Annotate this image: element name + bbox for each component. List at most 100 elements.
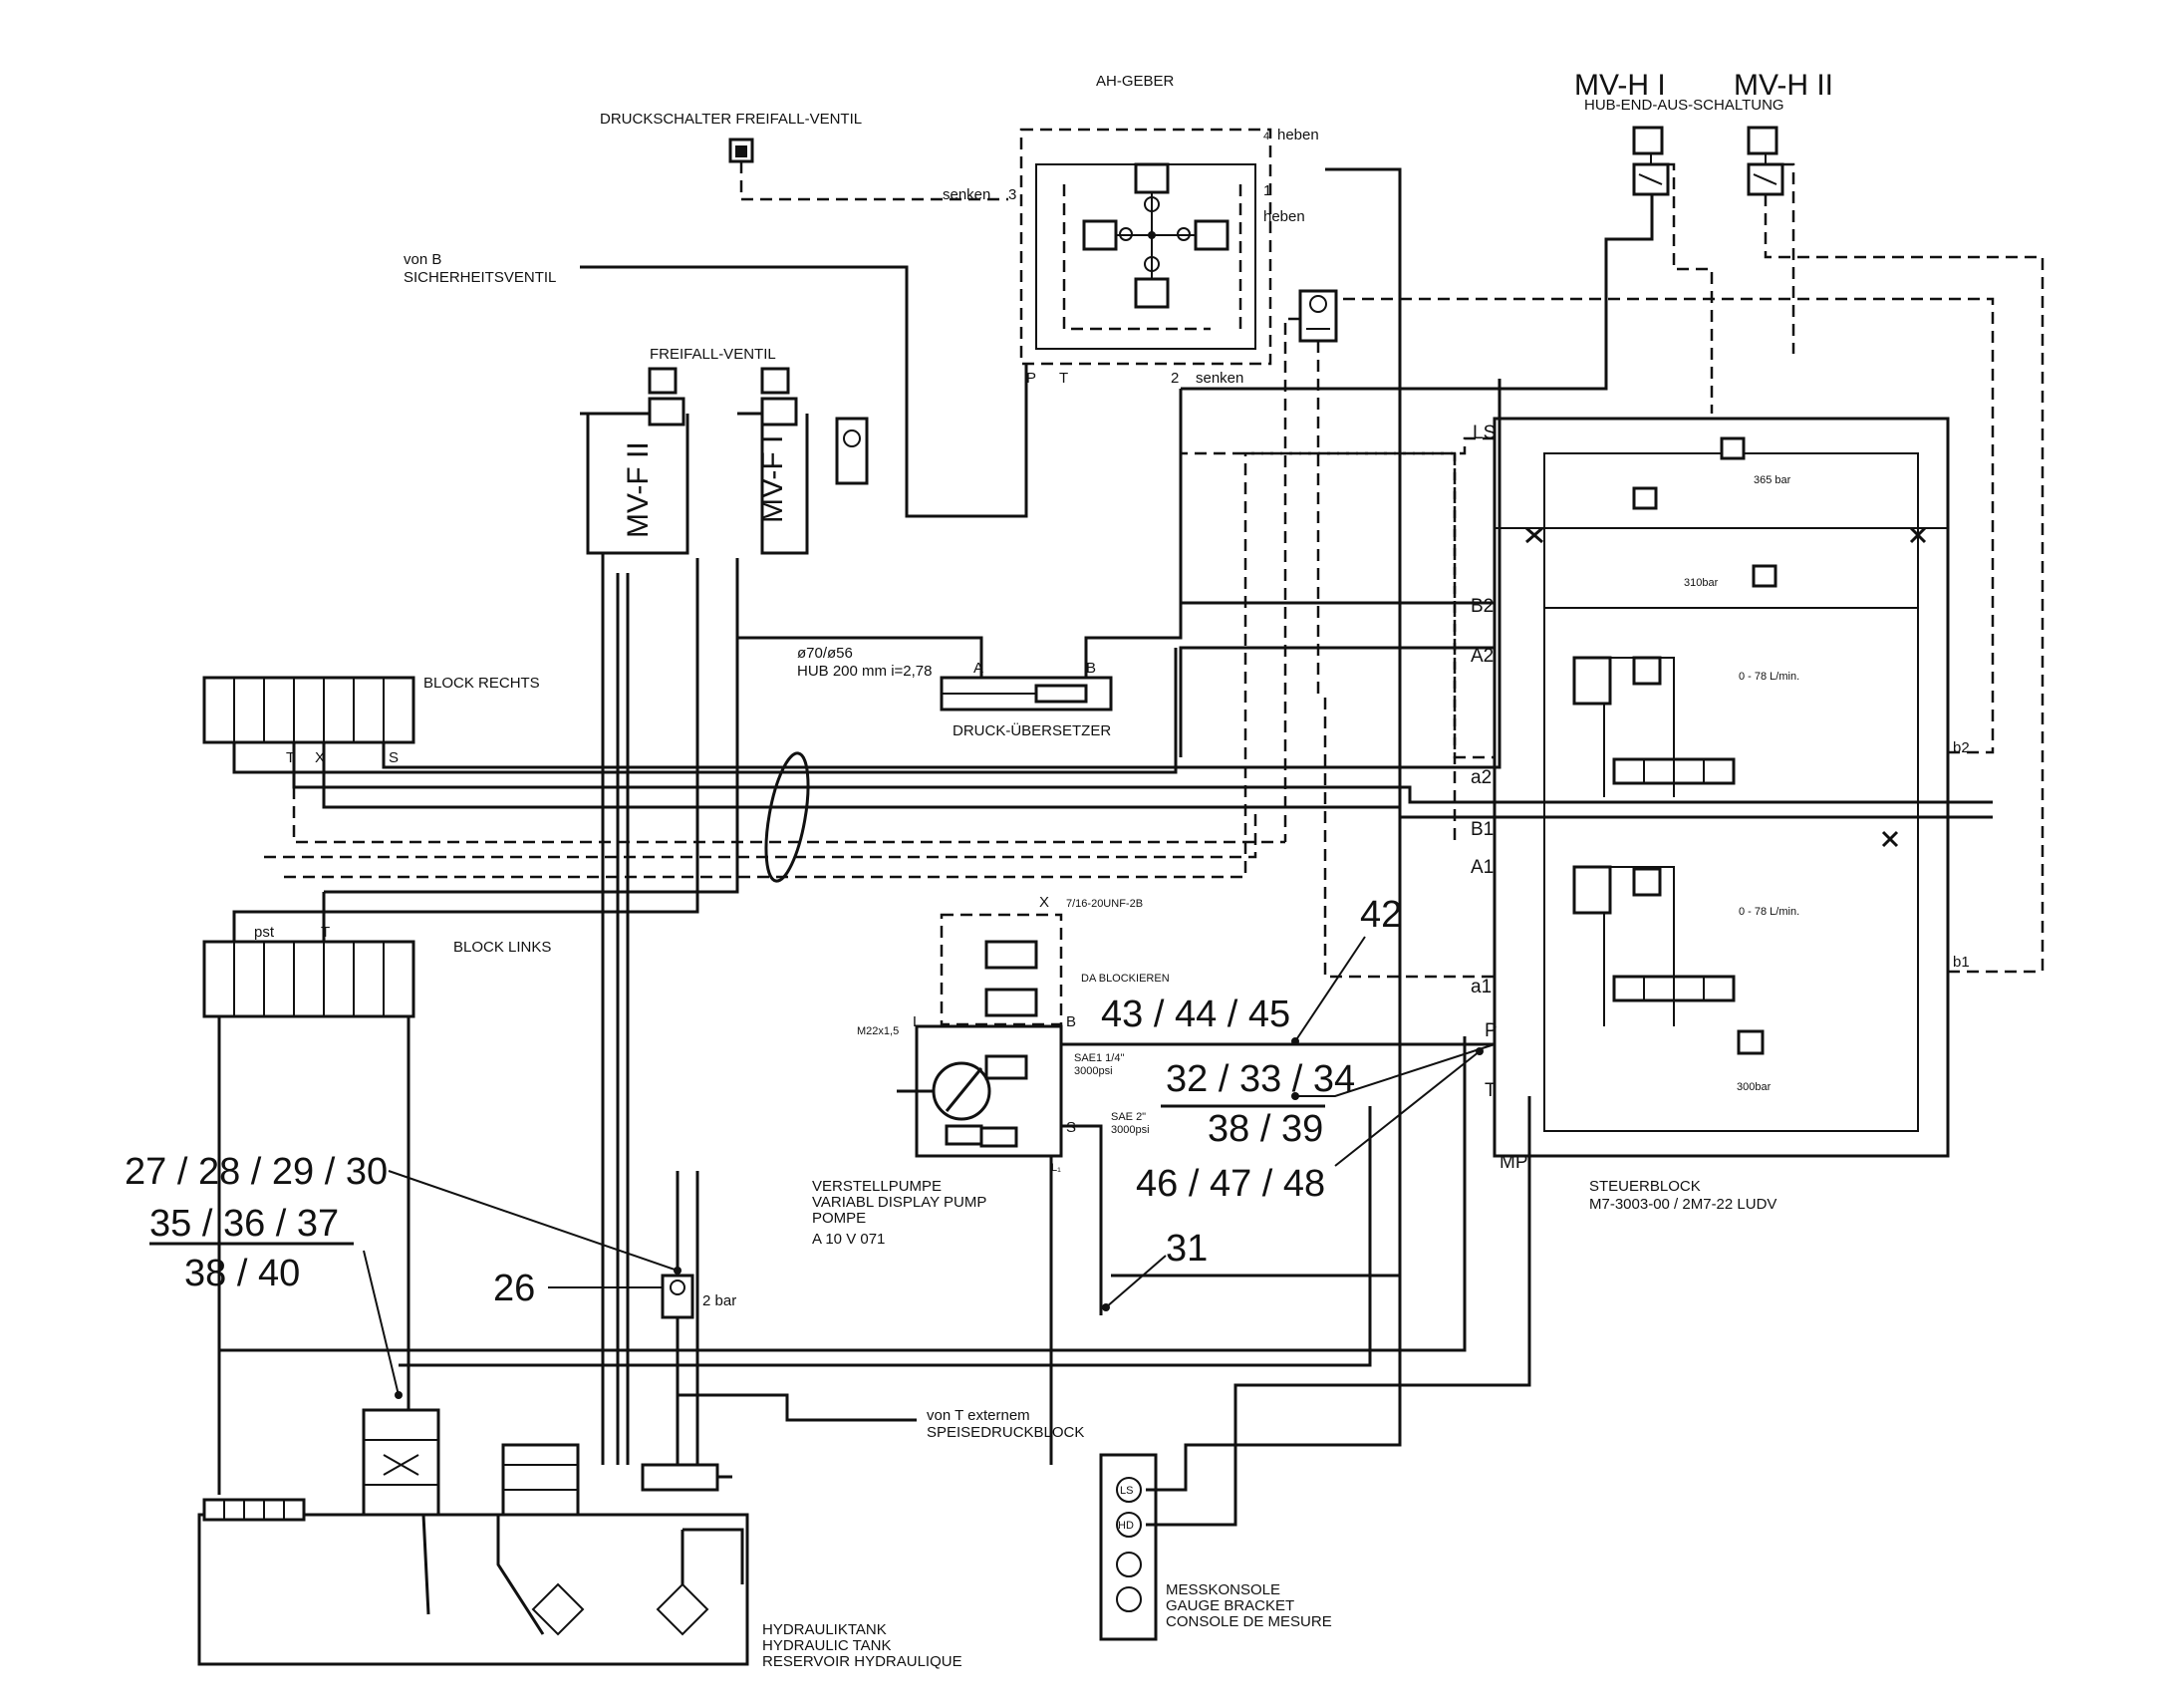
relief-300-label: 300bar — [1737, 1081, 1772, 1093]
cylinder-port-b: B — [1086, 660, 1096, 677]
block-rechts-s: S — [389, 749, 399, 766]
mv-f2-label: MV-F II — [622, 441, 655, 538]
two-bar-label: 2 bar — [702, 1292, 736, 1309]
von-b-label: von B — [404, 251, 441, 268]
block-rechts-t: T — [286, 749, 295, 766]
cylinder-size-label: ø70/ø56 — [797, 645, 853, 662]
check-valve-2bar — [661, 1171, 694, 1465]
da-blockieren-label: DA BLOCKIEREN — [1081, 973, 1170, 985]
block-links — [202, 940, 415, 1018]
messkonsole-label-1: MESSKONSOLE — [1166, 1581, 1280, 1598]
pilot-lines — [1111, 167, 2043, 1278]
port-1-label: 1 — [1263, 182, 1271, 199]
tank-label-3: RESERVOIR HYDRAULIQUE — [762, 1653, 962, 1670]
port-b1-right: b1 — [1953, 954, 1970, 971]
messkonsole-label-2: GAUGE BRACKET — [1166, 1597, 1294, 1614]
heben-4-label: heben — [1277, 127, 1319, 143]
port-a2-lower: a2 — [1471, 767, 1492, 788]
port-ls: LS — [1473, 423, 1496, 443]
speisedruckblock-label: SPEISEDRUCKBLOCK — [927, 1424, 1084, 1441]
flow-section-1-label: 0 - 78 L/min. — [1739, 671, 1799, 683]
pump-b-port: B — [1066, 1013, 1076, 1030]
sae1-label: SAE1 1/4" — [1074, 1052, 1124, 1064]
druckschalter-label: DRUCKSCHALTER FREIFALL-VENTIL — [600, 111, 862, 128]
cylinder-port-a: A — [973, 660, 983, 677]
block-rechts-label: BLOCK RECHTS — [423, 675, 540, 692]
callout-38-40: 38 / 40 — [184, 1253, 300, 1294]
gauge-bracket — [1099, 1453, 1158, 1641]
druck-uebersetzer-label: DRUCK-ÜBERSETZER — [953, 721, 1111, 739]
ah-geber-title: AH-GEBER — [1096, 73, 1175, 90]
sae1-psi: 3000psi — [1074, 1065, 1113, 1077]
gauge-ls: LS — [1120, 1485, 1133, 1497]
pump-x-port: X — [1039, 894, 1049, 911]
pump-label-2: VARIABL DISPLAY PUMP — [812, 1194, 986, 1211]
von-t-label: von T externem — [927, 1407, 1030, 1424]
port-2-label: 2 — [1171, 370, 1179, 387]
freifall-valves — [580, 367, 869, 555]
senken-2-label: senken — [1196, 370, 1243, 387]
mv-h1-label: MV-H I — [1574, 69, 1666, 102]
relief-365-label: 365 bar — [1754, 474, 1791, 486]
block-rechts-x: X — [315, 749, 325, 766]
pump-s-port: S — [1066, 1119, 1076, 1136]
port-4-label: 4 — [1263, 131, 1269, 142]
ah-geber-valve — [1019, 128, 1272, 366]
steuerblock-code: M7-3003-00 / 2M7-22 LUDV — [1589, 1196, 1776, 1213]
sae2-label: SAE 2" — [1111, 1111, 1146, 1123]
port-b1: B1 — [1471, 819, 1494, 840]
pump-label-1: VERSTELLPUMPE — [812, 1178, 942, 1195]
mv-f1-label: MV-F I — [756, 435, 789, 523]
port-a1-lower: a1 — [1471, 977, 1492, 997]
hydraulic-tank — [197, 1408, 749, 1666]
callout-42: 42 — [1360, 894, 1402, 936]
port-t: T — [1485, 1080, 1497, 1101]
port-b2-right: b2 — [1953, 739, 1970, 756]
port-3-label: 3 — [1008, 186, 1016, 203]
port-a1: A1 — [1471, 857, 1494, 878]
callout-26: 26 — [493, 1268, 535, 1309]
callout-35-37: 35 / 36 / 37 — [149, 1203, 339, 1245]
block-links-label: BLOCK LINKS — [453, 939, 551, 956]
callout-27-30: 27 / 28 / 29 / 30 — [125, 1151, 388, 1193]
pump-l-port: L — [913, 1013, 921, 1030]
pipe-network — [217, 379, 1993, 1495]
callout-31: 31 — [1166, 1228, 1208, 1270]
block-rechts — [202, 676, 415, 744]
sicherheitsventil-label: SICHERHEITSVENTIL — [404, 269, 556, 286]
relief-310-label: 310bar — [1684, 577, 1719, 589]
variable-pump — [897, 913, 1495, 1465]
pump-label-3: POMPE — [812, 1210, 866, 1227]
port-a2: A2 — [1471, 646, 1494, 667]
block-links-t: T — [321, 924, 330, 941]
port-t-label: T — [1059, 370, 1068, 387]
callout-46-48: 46 / 47 / 48 — [1136, 1163, 1325, 1205]
m22-label: M22x1,5 — [857, 1025, 899, 1037]
mv-h2-label: MV-H II — [1734, 69, 1833, 102]
block-links-pst: pst — [254, 924, 275, 941]
callout-32-34: 32 / 33 / 34 — [1166, 1058, 1355, 1100]
port-p-label: P — [1026, 370, 1036, 387]
callout-38-39: 38 / 39 — [1208, 1108, 1323, 1150]
tank-label-2: HYDRAULIC TANK — [762, 1637, 891, 1654]
callout-leaders — [149, 936, 1496, 1399]
pump-l1-port: L₁ — [1051, 1162, 1061, 1174]
hub-end-label: HUB-END-AUS-SCHALTUNG — [1584, 97, 1784, 114]
steuerblock-label: STEUERBLOCK — [1589, 1178, 1701, 1195]
shuttle-valve — [1283, 289, 1338, 842]
steuerblock — [1493, 417, 1950, 1158]
pressure-switch — [728, 138, 1008, 201]
gauge-hd: HD — [1118, 1520, 1134, 1532]
freifall-label: FREIFALL-VENTIL — [650, 346, 776, 363]
port-mp: MP — [1500, 1152, 1528, 1173]
cylinder-stroke-label: HUB 200 mm i=2,78 — [797, 663, 932, 680]
heben-1-label: heben — [1263, 208, 1305, 225]
senken-3-label: senken — [943, 186, 990, 203]
flow-section-2-label: 0 - 78 L/min. — [1739, 906, 1799, 918]
messkonsole-label-3: CONSOLE DE MESURE — [1166, 1613, 1332, 1630]
callout-43-45: 43 / 44 / 45 — [1101, 994, 1290, 1035]
pump-thread: 7/16-20UNF-2B — [1066, 898, 1143, 910]
tank-label-1: HYDRAULIKTANK — [762, 1621, 887, 1638]
